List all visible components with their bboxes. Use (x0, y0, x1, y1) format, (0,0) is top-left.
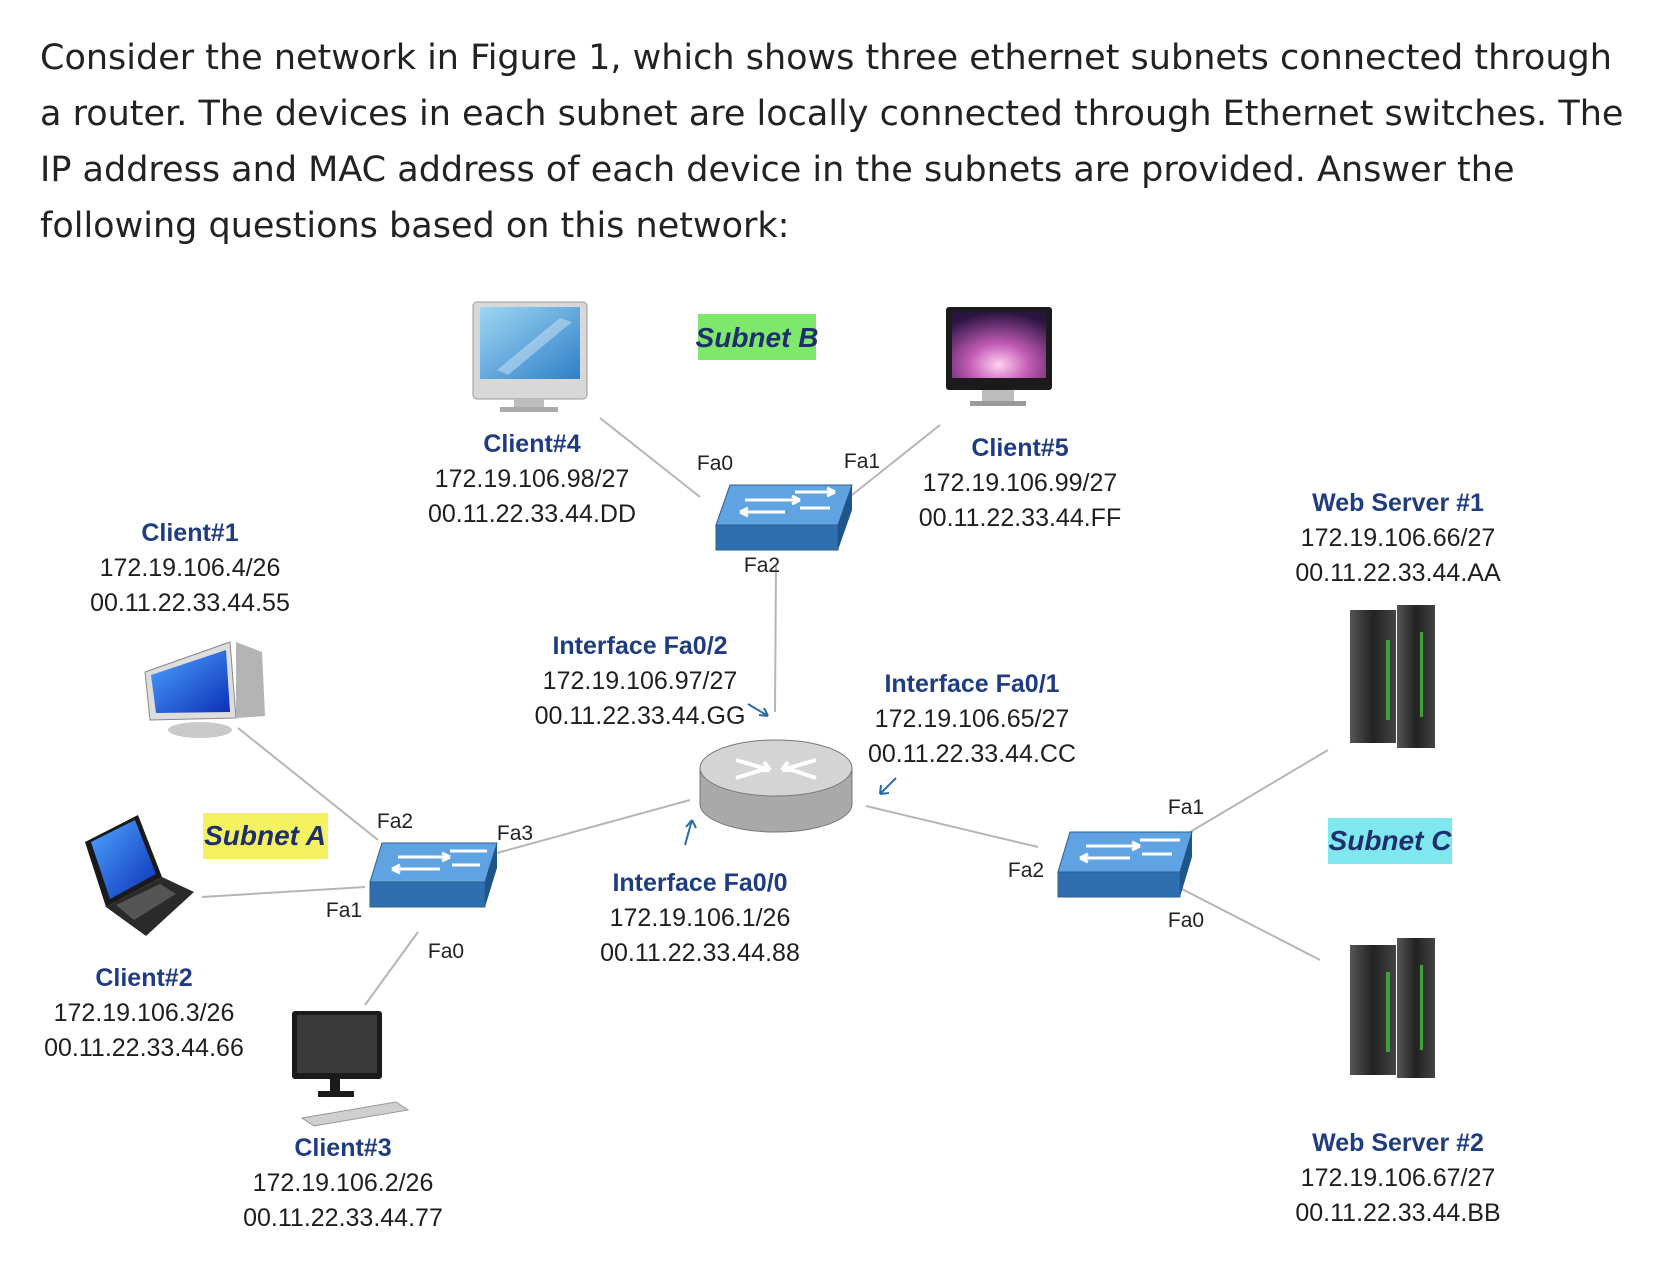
client3-computer-icon (292, 1011, 410, 1127)
web-server-1-mac: 00.11.22.33.44.AA (1295, 559, 1501, 587)
client3-label: Client#3 172.19.106.2/26 00.11.22.33.44.… (243, 1134, 443, 1232)
switch-b-port-fa2: Fa2 (744, 554, 780, 577)
link-client1-switch-a (237, 727, 379, 841)
client5-ip: 172.19.106.99/27 (923, 469, 1118, 497)
web-server-1-name: Web Server #1 (1312, 489, 1484, 517)
web-server-1-ip: 172.19.106.66/27 (1301, 524, 1496, 552)
switch-b-port-fa0: Fa0 (697, 452, 733, 475)
subnet-b-text: Subnet B (696, 322, 819, 353)
client1-computer-icon (144, 641, 265, 738)
switch-b-port-fa1: Fa1 (844, 450, 880, 473)
client2-name: Client#2 (95, 964, 192, 992)
web-server-2-icon (1350, 938, 1435, 1078)
web-server-2-ip: 172.19.106.67/27 (1301, 1164, 1496, 1192)
interface-fa0-0-ip: 172.19.106.1/26 (610, 904, 791, 932)
switch-c-port-fa1: Fa1 (1168, 796, 1204, 819)
client5-computer-icon (946, 307, 1052, 406)
fa0-0-pointer-arrow (684, 819, 697, 846)
client1-mac: 00.11.22.33.44.55 (90, 589, 290, 617)
link-client3-switch-a (364, 931, 419, 1006)
link-switch-a-router (496, 799, 691, 854)
switch-a-port-fa2: Fa2 (377, 810, 413, 833)
web-server-2-name: Web Server #2 (1312, 1129, 1484, 1157)
web-server-2-label: Web Server #2 172.19.106.67/27 00.11.22.… (1295, 1129, 1500, 1227)
client2-laptop-icon (85, 815, 194, 936)
interface-fa0-2-mac: 00.11.22.33.44.GG (535, 702, 746, 730)
subnet-b-highlight (698, 314, 816, 360)
switch-a-icon (369, 842, 498, 908)
client2-ip: 172.19.106.3/26 (54, 999, 235, 1027)
subnet-a-text: Subnet A (204, 820, 326, 851)
client4-mac: 00.11.22.33.44.DD (428, 500, 636, 528)
switch-b-icon (715, 484, 853, 551)
client3-ip: 172.19.106.2/26 (253, 1169, 434, 1197)
client3-name: Client#3 (294, 1134, 391, 1162)
client5-mac: 00.11.22.33.44.FF (919, 504, 1121, 532)
client3-mac: 00.11.22.33.44.77 (243, 1204, 443, 1232)
switch-c-port-fa2: Fa2 (1008, 859, 1044, 882)
interface-fa0-0-mac: 00.11.22.33.44.88 (600, 939, 800, 967)
subnet-a-highlight (203, 813, 328, 859)
interface-fa0-2-ip: 172.19.106.97/27 (543, 667, 738, 695)
client2-mac: 00.11.22.33.44.66 (44, 1034, 244, 1062)
link-client2-switch-a (201, 886, 366, 898)
interface-fa0-2-label: Interface Fa0/2 172.19.106.97/27 00.11.2… (535, 632, 746, 730)
links (201, 417, 1329, 1006)
switch-a-port-fa0: Fa0 (428, 940, 464, 963)
subnet-b-label: Subnet B (696, 314, 819, 360)
link-switch-c-web2 (1179, 887, 1321, 961)
fa0-1-pointer-arrow (879, 777, 897, 795)
client1-ip: 172.19.106.4/26 (100, 554, 281, 582)
subnet-c-text: Subnet C (1329, 825, 1453, 856)
client4-name: Client#4 (483, 430, 580, 458)
interface-fa0-1-label: Interface Fa0/1 172.19.106.65/27 00.11.2… (868, 670, 1076, 768)
link-switch-b-router (774, 564, 777, 713)
subnet-c-highlight (1328, 818, 1452, 864)
subnet-c-label: Subnet C (1328, 818, 1452, 864)
interface-fa0-2-name: Interface Fa0/2 (552, 632, 727, 660)
switch-a-port-fa3: Fa3 (497, 822, 533, 845)
client2-label: Client#2 172.19.106.3/26 00.11.22.33.44.… (44, 964, 244, 1062)
web-server-1-label: Web Server #1 172.19.106.66/27 00.11.22.… (1295, 489, 1501, 587)
link-switch-b-client5 (851, 424, 941, 496)
client5-label: Client#5 172.19.106.99/27 00.11.22.33.44… (919, 434, 1121, 532)
link-router-switch-c (865, 805, 1039, 848)
interface-fa0-1-mac: 00.11.22.33.44.CC (868, 740, 1076, 768)
client1-label: Client#1 172.19.106.4/26 00.11.22.33.44.… (90, 519, 290, 617)
web-server-2-mac: 00.11.22.33.44.BB (1295, 1199, 1500, 1227)
intro-paragraph: Consider the network in Figure 1, which … (40, 38, 1624, 246)
switch-c-port-fa0: Fa0 (1168, 909, 1204, 932)
link-switch-c-web1 (1179, 749, 1329, 839)
interface-fa0-0-name: Interface Fa0/0 (612, 869, 787, 897)
client4-label: Client#4 172.19.106.98/27 00.11.22.33.44… (428, 430, 636, 528)
subnet-a-label: Subnet A (203, 813, 328, 859)
client4-computer-icon (472, 301, 588, 412)
client4-ip: 172.19.106.98/27 (435, 465, 630, 493)
client1-name: Client#1 (141, 519, 238, 547)
switch-c-icon (1057, 831, 1193, 898)
interface-fa0-1-name: Interface Fa0/1 (884, 670, 1059, 698)
interface-fa0-0-label: Interface Fa0/0 172.19.106.1/26 00.11.22… (600, 869, 800, 967)
web-server-1-icon (1350, 605, 1435, 748)
link-client4-switch-b (599, 417, 701, 498)
interface-fa0-1-ip: 172.19.106.65/27 (875, 705, 1070, 733)
fa0-2-pointer-arrow (747, 703, 769, 717)
switch-a-port-fa1: Fa1 (326, 899, 362, 922)
client5-name: Client#5 (971, 434, 1068, 462)
router-icon (699, 739, 853, 833)
